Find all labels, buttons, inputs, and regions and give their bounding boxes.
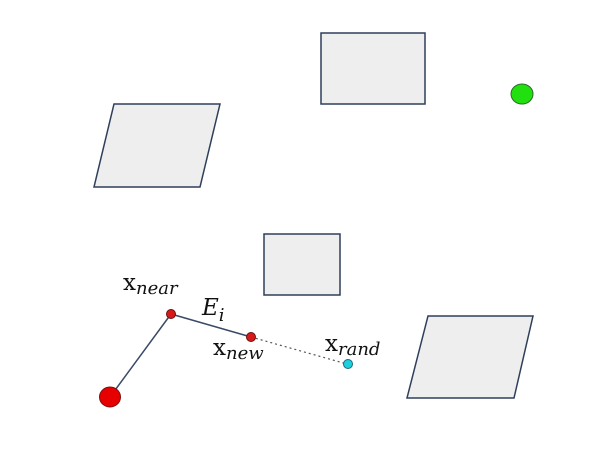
dotted-connection-new-to-rand [250, 336, 348, 365]
label-x-new: xnew [213, 335, 264, 364]
label-edge-e-i: Ei [201, 295, 225, 326]
obstacle-top-rectangle [320, 32, 426, 105]
obstacle-left-parallelogram [93, 103, 221, 188]
label-x-rand: xrand [325, 331, 380, 360]
label-x-near: xnear [123, 270, 179, 299]
obstacle-right-parallelogram [406, 315, 534, 399]
tree-edge-start-to-near [109, 313, 172, 398]
x-new-node [246, 332, 256, 342]
x-rand-node [343, 359, 353, 369]
tree-edge-near-to-new [170, 313, 252, 338]
obstacle-center-rectangle [263, 233, 341, 296]
x-near-node [166, 309, 176, 319]
start-node [99, 386, 121, 408]
goal-node [510, 83, 534, 105]
